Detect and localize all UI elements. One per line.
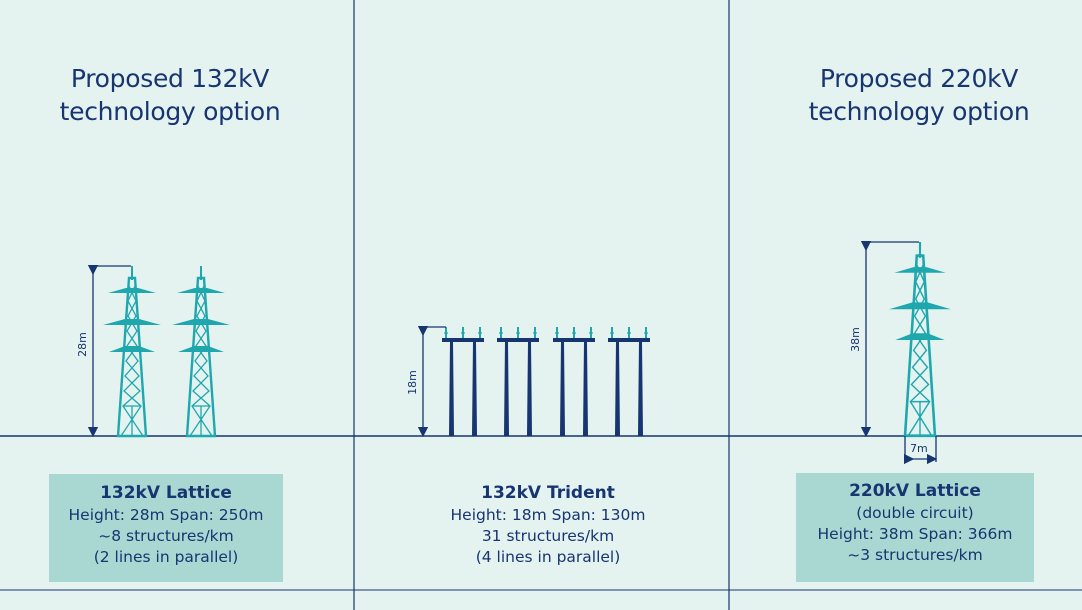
title-line: technology option <box>808 97 1030 126</box>
lattice-tower-132kv-2 <box>170 264 232 438</box>
height-label-132: 28m <box>75 332 89 357</box>
box-line: ~3 structures/km <box>847 546 983 564</box>
box-line: Height: 18m Span: 130m <box>450 506 646 524</box>
box-heading: 220kV Lattice <box>849 481 981 501</box>
box-line: Height: 38m Span: 366m <box>817 525 1013 543</box>
height-label-trident: 18m <box>405 370 419 395</box>
height-dimension-220 <box>860 240 919 438</box>
height-label-220: 38m <box>848 327 862 352</box>
title-line: technology option <box>59 97 281 126</box>
lattice-tower-220kv <box>887 240 953 438</box>
trident-pole-3 <box>552 326 596 437</box>
height-dimension-132 <box>87 264 131 438</box>
box-line: (2 lines in parallel) <box>93 548 239 566</box>
info-box-132kv-lattice: 132kV Lattice Height: 28m Span: 250m ~8 … <box>49 474 283 582</box>
box-line: 31 structures/km <box>481 527 615 545</box>
info-box-132kv-trident: 132kV Trident Height: 18m Span: 130m 31 … <box>420 482 676 568</box>
title-132kv: Proposed 132kV technology option <box>0 62 340 128</box>
base-width-label-220: 7m <box>910 442 928 455</box>
box-heading: 132kV Trident <box>481 483 615 503</box>
title-line: Proposed 220kV <box>819 64 1019 93</box>
trident-pole-4 <box>607 326 651 437</box>
base-width-dimension-220 <box>903 436 938 465</box>
box-heading: 132kV Lattice <box>100 483 232 503</box>
info-box-220kv-lattice: 220kV Lattice (double circuit) Height: 3… <box>796 473 1034 582</box>
title-220kv: Proposed 220kV technology option <box>749 62 1082 128</box>
trident-pole-1 <box>441 326 485 437</box>
box-line: (4 lines in parallel) <box>475 548 621 566</box>
box-line: (double circuit) <box>856 504 974 522</box>
trident-pole-2 <box>496 326 540 437</box>
title-line: Proposed 132kV <box>70 64 270 93</box>
height-dimension-trident <box>417 325 446 438</box>
box-line: ~8 structures/km <box>98 527 234 545</box>
lattice-tower-132kv-1 <box>101 264 163 438</box>
box-line: Height: 28m Span: 250m <box>68 506 264 524</box>
